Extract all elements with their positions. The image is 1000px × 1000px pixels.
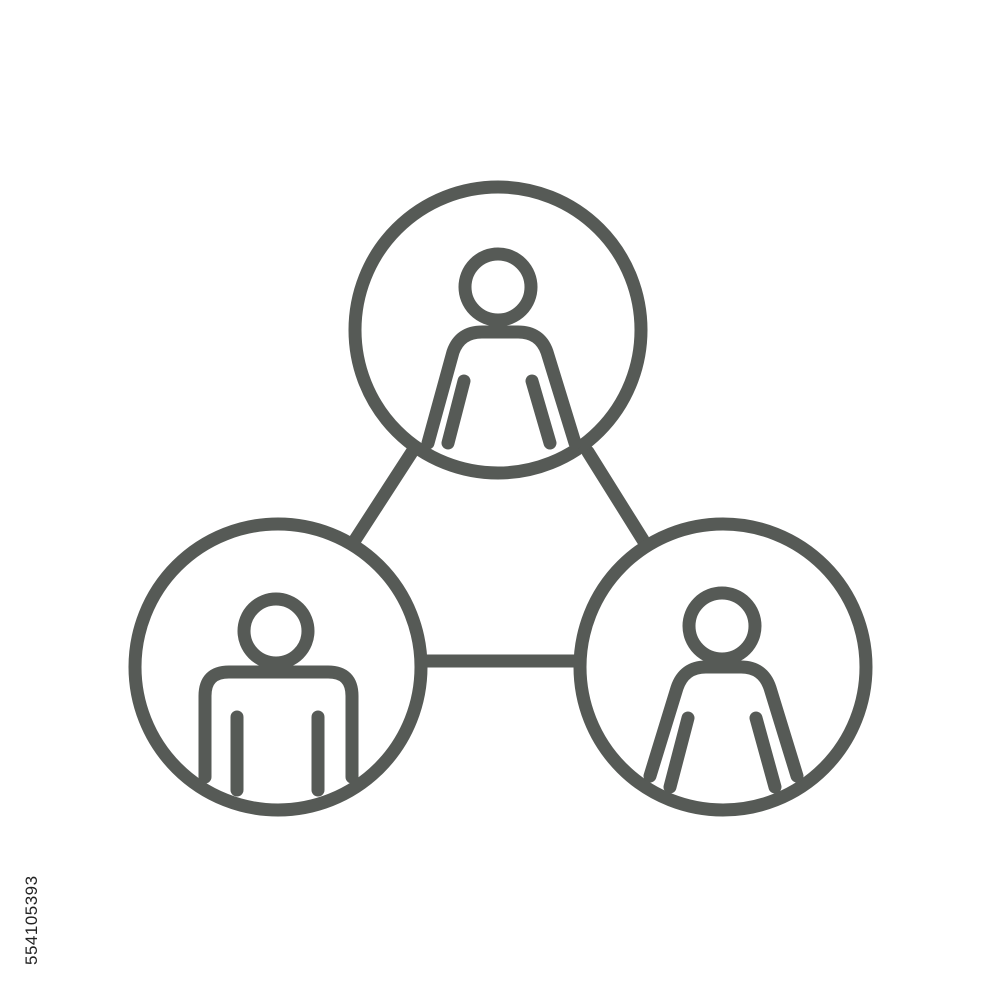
- connection-lines: [348, 445, 650, 668]
- node-circle-top: [348, 180, 648, 480]
- person-head-icon: [237, 592, 315, 670]
- person-head-icon: [682, 586, 762, 666]
- node-circle-left: [128, 517, 428, 817]
- person-arm-left: [663, 711, 695, 794]
- person-arm-right: [525, 374, 557, 450]
- node-circle-right: [573, 517, 873, 817]
- person-body-icon: [421, 325, 582, 450]
- person-arm-left: [441, 374, 471, 450]
- person-arm-right: [749, 711, 782, 794]
- stock-image-id: 554105393: [22, 875, 41, 965]
- connection-line-top-left: [348, 445, 419, 547]
- person-body-icon: [643, 660, 804, 783]
- person-node-top: [348, 180, 648, 480]
- connection-line-top-right: [581, 445, 650, 547]
- person-head-icon: [458, 247, 538, 327]
- person-node-right: [573, 517, 873, 817]
- person-node-left: [128, 517, 428, 817]
- person-body-icon: [198, 665, 359, 784]
